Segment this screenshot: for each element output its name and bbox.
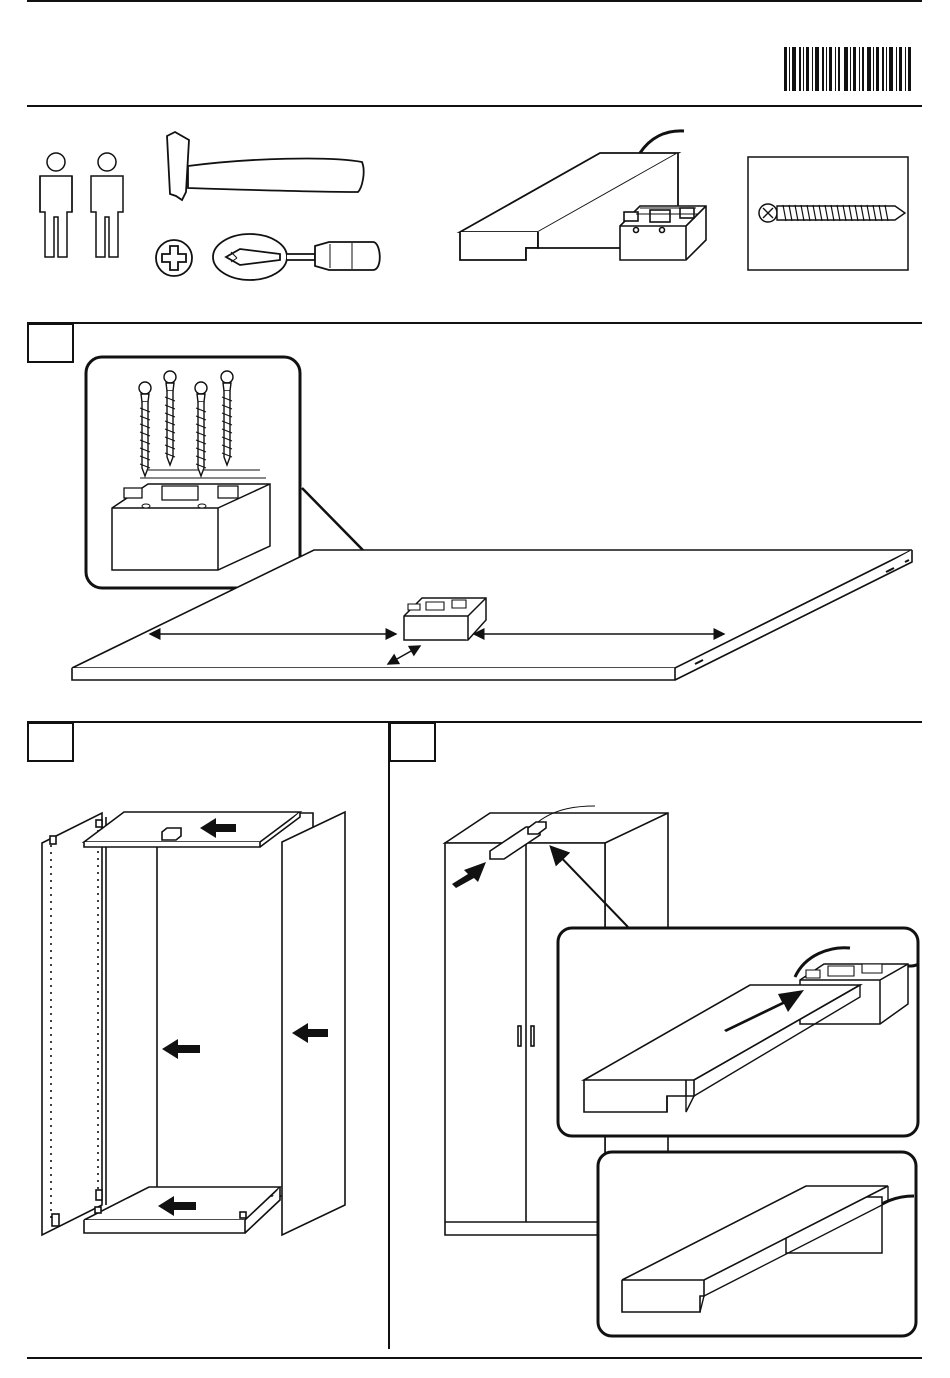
screwdriver-icon: [213, 234, 380, 280]
step-1-block: [404, 598, 486, 640]
barcode-icon: [784, 47, 911, 91]
two-persons-icon: [40, 153, 123, 257]
phillips-bit-icon: [156, 240, 192, 276]
step-3-detail-callout-b: [598, 1152, 916, 1336]
step-2-cabinet-assembly: [42, 812, 345, 1235]
screw-icon: [748, 157, 908, 270]
step-1-detail-callout: [86, 357, 300, 588]
hammer-icon: [167, 132, 364, 200]
step-3-detail-callout-a: [558, 928, 918, 1136]
mounting-block-icon: [620, 206, 706, 260]
